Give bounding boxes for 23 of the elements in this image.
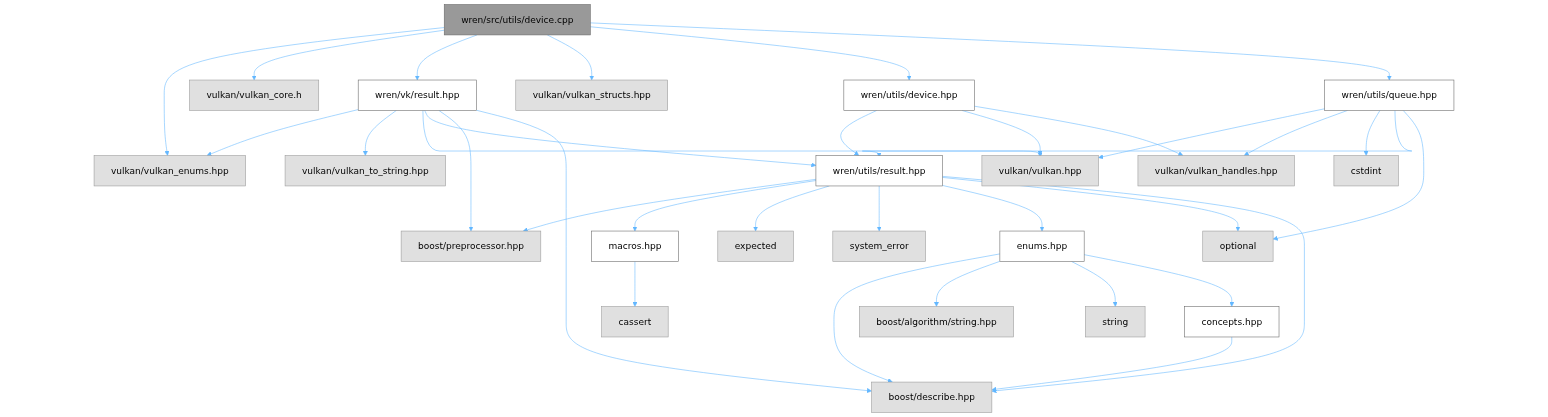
node-box: enums.hpp (999, 230, 1085, 262)
node-box: cstdint (1333, 155, 1399, 187)
node-box: cassert (601, 306, 669, 338)
node-box: macros.hpp (591, 230, 679, 262)
node-box: expected (717, 230, 794, 262)
node-box: vulkan/vulkan_handles.hpp (1137, 155, 1295, 187)
node-box: vulkan/vulkan_core.h (189, 79, 320, 111)
node-box: concepts.hpp (1184, 306, 1280, 338)
node-box: system_error (832, 230, 926, 262)
node-box: boost/preprocessor.hpp (400, 230, 542, 262)
node-box: vulkan/vulkan_enums.hpp (93, 155, 246, 187)
node-box: wren/vk/result.hpp (357, 79, 477, 111)
node-box: string (1085, 306, 1146, 338)
node-box: vulkan/vulkan_structs.hpp (515, 79, 668, 111)
node-box: boost/describe.hpp (871, 381, 993, 413)
node-box: wren/utils/device.hpp (843, 79, 975, 111)
node-box: optional (1202, 230, 1274, 262)
node-box: vulkan/vulkan_to_string.hpp (284, 155, 446, 187)
node-box: boost/algorithm/string.hpp (859, 306, 1014, 338)
node-box: wren/src/utils/device.cpp (443, 4, 591, 36)
node-box: vulkan/vulkan.hpp (981, 155, 1099, 187)
node-box: wren/utils/queue.hpp (1324, 79, 1455, 111)
node-box: wren/utils/result.hpp (815, 155, 943, 187)
